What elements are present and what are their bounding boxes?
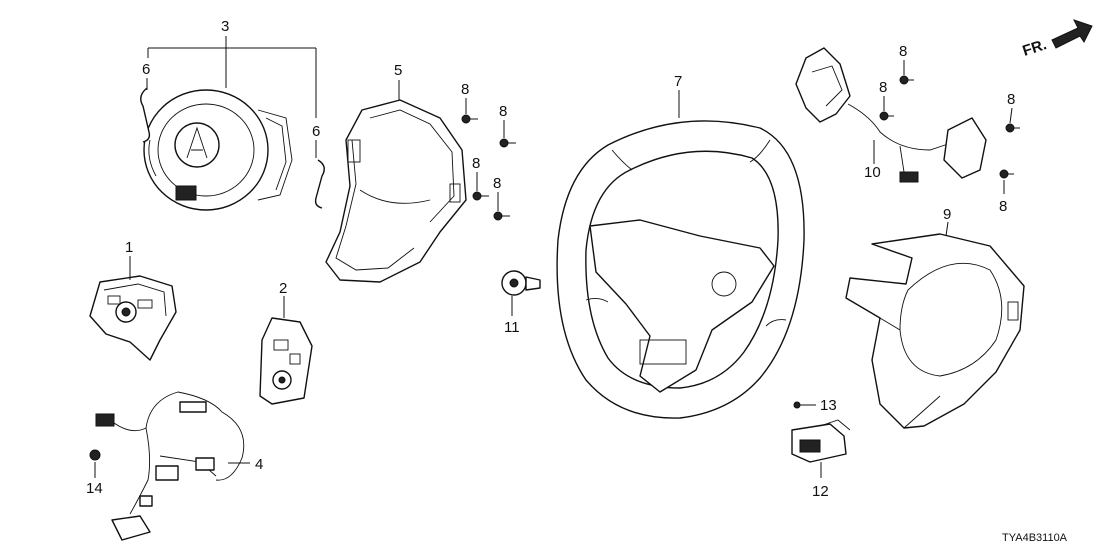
callout-8-g: 8 [1007, 91, 1015, 108]
callout-8-b: 8 [499, 103, 507, 120]
airbag-module [143, 89, 293, 211]
callout-5: 5 [394, 62, 402, 79]
rear-cover [325, 80, 467, 283]
screw-8-f [879, 96, 894, 121]
clip-right [314, 140, 325, 209]
screw-8-d [493, 192, 510, 221]
clip-left [140, 78, 151, 143]
callout-9: 9 [943, 206, 951, 223]
callout-4: 4 [255, 456, 263, 473]
callout-8-a: 8 [461, 81, 469, 98]
screw-8-h [999, 169, 1014, 194]
callout-8-f: 8 [879, 79, 887, 96]
diagram-code: TYA4B3110A [1002, 532, 1068, 544]
paddle-shifter-assy [795, 47, 987, 183]
screw-8-g [1005, 107, 1020, 133]
nut-14 [89, 449, 101, 478]
bolt-11 [501, 270, 541, 316]
lower-cover [845, 221, 1025, 429]
callout-6-right: 6 [312, 123, 320, 140]
wire-harness [95, 391, 250, 541]
right-switch [259, 296, 313, 405]
screw-8-b [499, 120, 516, 148]
left-switch [89, 256, 177, 361]
callout-2: 2 [279, 280, 287, 297]
screw-8-a [461, 98, 478, 124]
callout-11: 11 [504, 319, 520, 336]
callout-6-left: 6 [142, 61, 150, 78]
callout-8-e: 8 [899, 43, 907, 60]
callout-10: 10 [864, 164, 881, 181]
front-direction-arrow [1051, 19, 1093, 49]
callout-8-c: 8 [472, 155, 480, 172]
steering-wheel [556, 90, 805, 419]
callout-8-h: 8 [999, 198, 1007, 215]
callout-3-bracket [147, 36, 317, 118]
callout-1: 1 [125, 239, 133, 256]
callout-14: 14 [86, 480, 103, 497]
front-direction-label: FR. [1021, 36, 1049, 60]
screw-8-e [899, 60, 914, 85]
callout-13: 13 [820, 397, 837, 414]
screw-8-c [472, 172, 489, 201]
callout-7: 7 [674, 73, 682, 90]
screw-13 [793, 401, 816, 409]
callout-12: 12 [812, 483, 829, 500]
callout-8-d: 8 [493, 175, 501, 192]
callout-3: 3 [221, 18, 229, 35]
module-12 [791, 419, 851, 478]
